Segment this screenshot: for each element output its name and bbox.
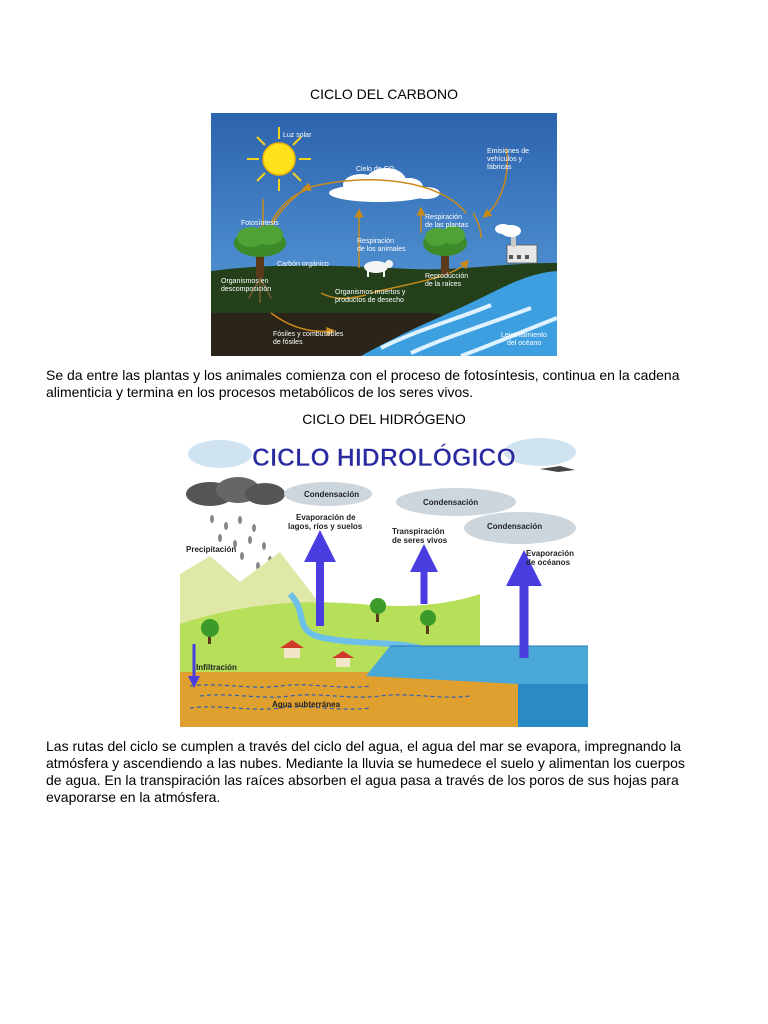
sea [366, 646, 588, 684]
sea-cross-section [518, 684, 588, 727]
tree-icon [420, 610, 436, 634]
label-co2: Cielo de CO₂ [356, 166, 397, 173]
hydrogen-paragraph-line: Las rutas del ciclo se cumplen a través … [46, 738, 682, 754]
carbon-cycle-heading: CICLO DEL CARBONO [309, 86, 459, 102]
label-evap-lakes: Evaporación de [296, 513, 356, 522]
label-sun: Luz solar [283, 132, 312, 139]
label-condensation: Condensación [304, 490, 359, 499]
groundwater-waves [189, 684, 471, 710]
label-precipitation: Precipitación [186, 545, 236, 554]
cow-icon [364, 260, 393, 277]
label-decomposers: Organismos en [221, 278, 269, 285]
hydrogen-paragraph: Las rutas del ciclo se cumplen a través … [46, 738, 726, 806]
label-evap-oceans: de océanos [526, 558, 571, 567]
label-root-repro: de la raíces [425, 281, 462, 288]
condensation-cloud-icon [284, 482, 372, 506]
label-plant-resp: Respiración [425, 214, 462, 221]
water-cycle-title: CICLO HIDROLÓGICO [252, 442, 516, 472]
factory-icon [495, 224, 538, 264]
label-animal-resp: de los animales [357, 246, 406, 253]
label-root-repro: Reproducción [425, 273, 468, 280]
hydrogen-paragraph-line: de agua. En la transpiración las raíces … [46, 772, 679, 788]
sun-icon [247, 127, 311, 191]
label-fossils: de fósiles [273, 339, 303, 346]
label-ocean-uplift: del océano [507, 340, 541, 347]
house-icon [280, 640, 304, 658]
label-photosynthesis: Fotosíntesis [241, 220, 279, 227]
ocean-waves [380, 303, 557, 356]
cycle-arrows [258, 147, 508, 336]
label-animal-resp: Respiración [357, 238, 394, 245]
tree-icon [370, 598, 386, 622]
cloud-icon [504, 438, 576, 466]
condensation-cloud-icon [464, 512, 576, 544]
tree-icon [201, 619, 219, 644]
tree-icon [423, 226, 467, 276]
label-emissions: fábricas [487, 164, 512, 171]
label-dead-organisms: productos de desecho [335, 297, 404, 304]
label-evap-oceans: Evaporación [526, 549, 574, 558]
carbon-paragraph: Se da entre las plantas y los animales c… [46, 367, 726, 401]
label-transpiration: de seres vivos [392, 536, 448, 545]
carbon-paragraph-line: Se da entre las plantas y los animales c… [46, 367, 680, 383]
label-infiltration: Infiltración [196, 663, 237, 672]
label-emissions: vehículos y [487, 156, 523, 163]
label-ocean-uplift: Levantamiento [501, 332, 547, 339]
label-condensation: Condensación [487, 522, 542, 531]
condensation-cloud-icon [396, 488, 516, 516]
carbon-paragraph-line: alimenticia y termina en los procesos me… [46, 384, 474, 400]
label-plant-resp: de las plantas [425, 222, 469, 229]
hydrogen-paragraph-line: evaporarse en la atmósfera. [46, 789, 221, 805]
label-fossils: Fósiles y combustibles [273, 331, 344, 338]
house-icon [332, 651, 354, 667]
bird-icon [540, 466, 575, 472]
label-groundwater: Agua subterránea [272, 700, 341, 709]
hydrogen-paragraph-line: atmósfera y ascendiendo a las nubes. Med… [46, 755, 685, 771]
label-organic-carbon: Carbón orgánico [277, 261, 329, 268]
tree-icon [234, 225, 286, 303]
rain-cloud-icon [186, 477, 285, 570]
label-emissions: Emisiones de [487, 148, 529, 155]
label-decomposers: descomposición [221, 286, 271, 293]
water-cycle-diagram: CICLO HIDROLÓGICO [180, 434, 588, 727]
label-evap-lakes: lagos, ríos y suelos [288, 522, 363, 531]
label-dead-organisms: Organismos muertos y [335, 289, 406, 296]
hydrogen-cycle-heading: CICLO DEL HIDRÓGENO [302, 411, 466, 427]
cloud-icon [188, 440, 252, 468]
label-transpiration: Transpiración [392, 527, 445, 536]
label-condensation: Condensación [423, 498, 478, 507]
